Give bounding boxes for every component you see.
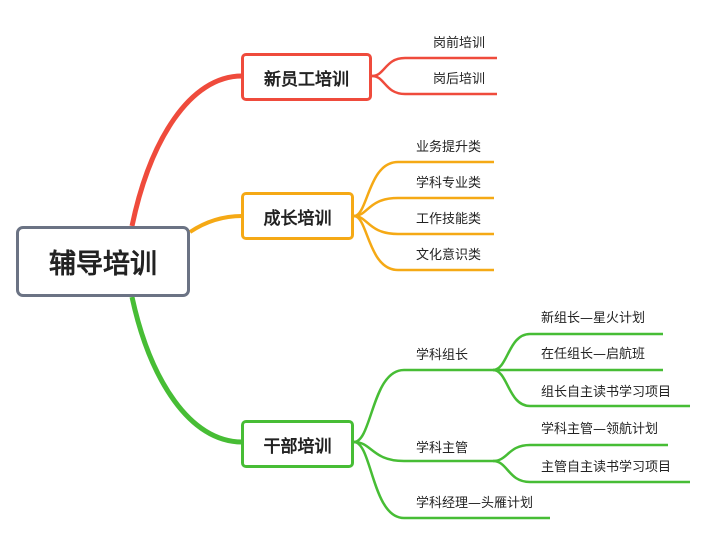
leaf-subject-manager-plan[interactable]: 学科经理—头雁计划 bbox=[416, 496, 534, 511]
branch-new-employee-training[interactable]: 新员工培训 bbox=[241, 53, 372, 101]
node-subject-supervisor[interactable]: 学科主管 bbox=[416, 441, 469, 456]
leaf-subject-specialty[interactable]: 学科专业类 bbox=[416, 176, 482, 191]
branch-growth-training[interactable]: 成长培训 bbox=[241, 192, 354, 240]
root-node[interactable]: 辅导培训 bbox=[16, 226, 190, 297]
leaf-cultural-awareness[interactable]: 文化意识类 bbox=[416, 248, 482, 263]
leaf-leader-self-study[interactable]: 组长自主读书学习项目 bbox=[541, 385, 672, 400]
leaf-incumbent-leader-class[interactable]: 在任组长—启航班 bbox=[541, 347, 646, 362]
leaf-new-leader-spark-plan[interactable]: 新组长—星火计划 bbox=[541, 311, 646, 326]
leaf-business-improvement[interactable]: 业务提升类 bbox=[416, 140, 482, 155]
node-subject-team-leader[interactable]: 学科组长 bbox=[416, 348, 469, 363]
leaf-post-job-training[interactable]: 岗后培训 bbox=[433, 72, 486, 87]
leaf-supervisor-self-study[interactable]: 主管自主读书学习项目 bbox=[541, 460, 672, 475]
leaf-pre-job-training[interactable]: 岗前培训 bbox=[433, 36, 486, 51]
leaf-work-skills[interactable]: 工作技能类 bbox=[416, 212, 482, 227]
leaf-supervisor-pilot-plan[interactable]: 学科主管—领航计划 bbox=[541, 422, 659, 437]
branch-cadre-training[interactable]: 干部培训 bbox=[241, 420, 354, 468]
